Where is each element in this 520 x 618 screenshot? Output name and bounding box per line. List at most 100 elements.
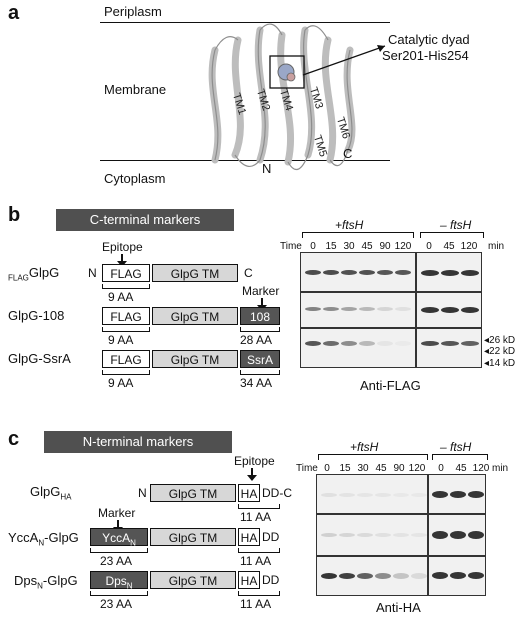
n-terminal-markers-banner: N-terminal markers <box>44 431 232 453</box>
blot-c-plus-row2-band-3 <box>375 533 391 537</box>
dd-c2: DD <box>262 530 280 544</box>
flag-box-b2: FLAG <box>102 307 150 325</box>
blot-b-plus-row1-band-2 <box>341 270 357 275</box>
blot-b-plus-row1-band-1 <box>323 270 339 275</box>
blot-b-plus-row2-band-2 <box>341 307 357 311</box>
cytoplasm-label: Cytoplasm <box>104 171 166 186</box>
dps-marker-box: DpsN <box>90 571 148 590</box>
time-label-b: Time <box>280 241 302 252</box>
ssra-brace <box>240 370 280 375</box>
blot-c-plus-row3 <box>316 556 428 596</box>
dps-brace <box>90 591 148 596</box>
blot-b-plus-row3 <box>300 328 416 368</box>
ycca-length: 23 AA <box>100 554 133 568</box>
ha-length-c3: 11 AA <box>240 597 272 611</box>
plus-bracket-c <box>318 454 428 460</box>
blot-c-minus-row3-band-1 <box>450 572 466 579</box>
blot-c-minus-row3-band-2 <box>468 572 484 579</box>
ha-box-c3: HA <box>238 571 260 589</box>
anti-ha-label: Anti-HA <box>376 600 421 615</box>
blot-c-plus-row1-band-5 <box>411 493 427 497</box>
blot-c-plus-row1 <box>316 474 428 514</box>
periplasm-label: Periplasm <box>104 4 162 19</box>
glpg-ha-name: GlpGHA <box>30 484 72 502</box>
n-term-b1: N <box>88 266 97 280</box>
blot-c-plus-row1-band-2 <box>357 493 373 497</box>
blot-c-plus-row1-band-0 <box>321 493 337 497</box>
flag-length-b2: 9 AA <box>108 333 134 347</box>
panel-b-letter: b <box>8 204 21 226</box>
ha-brace-c3 <box>238 591 280 596</box>
flag-box-b1: FLAG <box>102 264 150 282</box>
blot-c-plus-row3-band-0 <box>321 573 337 579</box>
blot-c-minus-row1 <box>428 474 486 514</box>
blot-c-plus-row2-band-5 <box>411 533 427 537</box>
minus-c-time-0: 0 <box>438 463 444 474</box>
ycca-brace <box>90 548 148 553</box>
plus-b-time-3: 45 <box>361 241 373 252</box>
marker-108-box: 108 <box>240 307 280 325</box>
blot-c-plus-row2 <box>316 514 428 556</box>
plus-c-time-4: 90 <box>393 463 405 474</box>
panel-a-letter: a <box>8 2 20 24</box>
plus-b-time-5: 120 <box>394 241 412 252</box>
plus-c-time-0: 0 <box>324 463 330 474</box>
blot-c-minus-row1-band-2 <box>468 491 484 498</box>
kd-22-marker: ◂22 kD <box>484 346 516 357</box>
blot-b-plus-row2 <box>300 292 416 328</box>
glpg-108-name: GlpG-108 <box>8 308 65 323</box>
membrane-label: Membrane <box>104 82 167 97</box>
blot-c-minus-row3 <box>428 556 486 596</box>
blot-b-minus-row2-band-0 <box>421 307 439 313</box>
dps-glpg-name: DpsN-GlpG <box>14 573 78 591</box>
flag-box-b3: FLAG <box>102 350 150 368</box>
blot-c-minus-row1-band-0 <box>432 491 448 498</box>
blot-b-plus-row2-band-4 <box>377 307 393 311</box>
minus-c-time-1: 45 <box>455 463 467 474</box>
marker-label-c: Marker <box>98 506 136 520</box>
ha-box-c2: HA <box>238 528 260 546</box>
blot-b-plus-row1-band-3 <box>359 270 375 275</box>
glpg-tm-box-c2: GlpG TM <box>150 528 236 546</box>
catalytic-dyad-arrow <box>302 45 386 76</box>
blot-c-plus-row1-band-3 <box>375 493 391 497</box>
anti-flag-label: Anti-FLAG <box>360 378 421 393</box>
blot-b-plus-row3-band-5 <box>395 341 411 346</box>
blot-c-plus-row3-band-1 <box>339 573 355 579</box>
membrane-cytoplasm-line <box>100 160 390 161</box>
blot-c-plus-row2-band-4 <box>393 533 409 537</box>
glpg-tm-box-b3: GlpG TM <box>152 350 238 368</box>
dd-c3: DD <box>262 573 280 587</box>
plus-b-time-1: 15 <box>325 241 337 252</box>
plus-c-time-5: 120 <box>408 463 426 474</box>
plus-c-time-1: 15 <box>339 463 351 474</box>
ycca-glpg-name: YccAN-GlpG <box>8 530 79 548</box>
minus-b-time-1: 45 <box>443 241 455 252</box>
min-unit-c: min <box>492 463 509 474</box>
panel-c-letter: c <box>8 428 20 450</box>
time-label-c: Time <box>296 463 318 474</box>
plus-c-time-3: 45 <box>375 463 387 474</box>
glpg-tm-box-c1: GlpG TM <box>150 484 236 502</box>
blot-c-plus-row2-band-0 <box>321 533 337 537</box>
plus-ftsh-label-b: +ftsH <box>335 218 364 232</box>
blot-b-minus-row3-band-2 <box>461 341 479 346</box>
blot-b-plus-row2-band-3 <box>359 307 375 311</box>
blot-b-plus-row2-band-0 <box>305 307 321 311</box>
marker-brace-b2 <box>240 327 280 332</box>
blot-c-plus-row1-band-1 <box>339 493 355 497</box>
blot-b-minus-row1-band-1 <box>441 270 459 276</box>
blot-b-plus-row1-band-0 <box>305 270 321 275</box>
blot-b-plus-row1-band-5 <box>395 270 411 275</box>
blot-c-plus-row3-band-5 <box>411 573 427 579</box>
blot-b-plus-row3-band-4 <box>377 341 393 346</box>
blot-b-minus-row1-band-0 <box>421 270 439 276</box>
plus-b-time-4: 90 <box>379 241 391 252</box>
blot-c-minus-row2 <box>428 514 486 556</box>
blot-b-plus-row2-band-5 <box>395 307 411 311</box>
blot-c-plus-row1-band-4 <box>393 493 409 497</box>
epitope-arrow-c <box>247 468 257 481</box>
flag-brace-b3 <box>102 370 150 375</box>
ha-length-c2: 11 AA <box>240 554 272 568</box>
blot-c-minus-row1-band-1 <box>450 491 466 498</box>
